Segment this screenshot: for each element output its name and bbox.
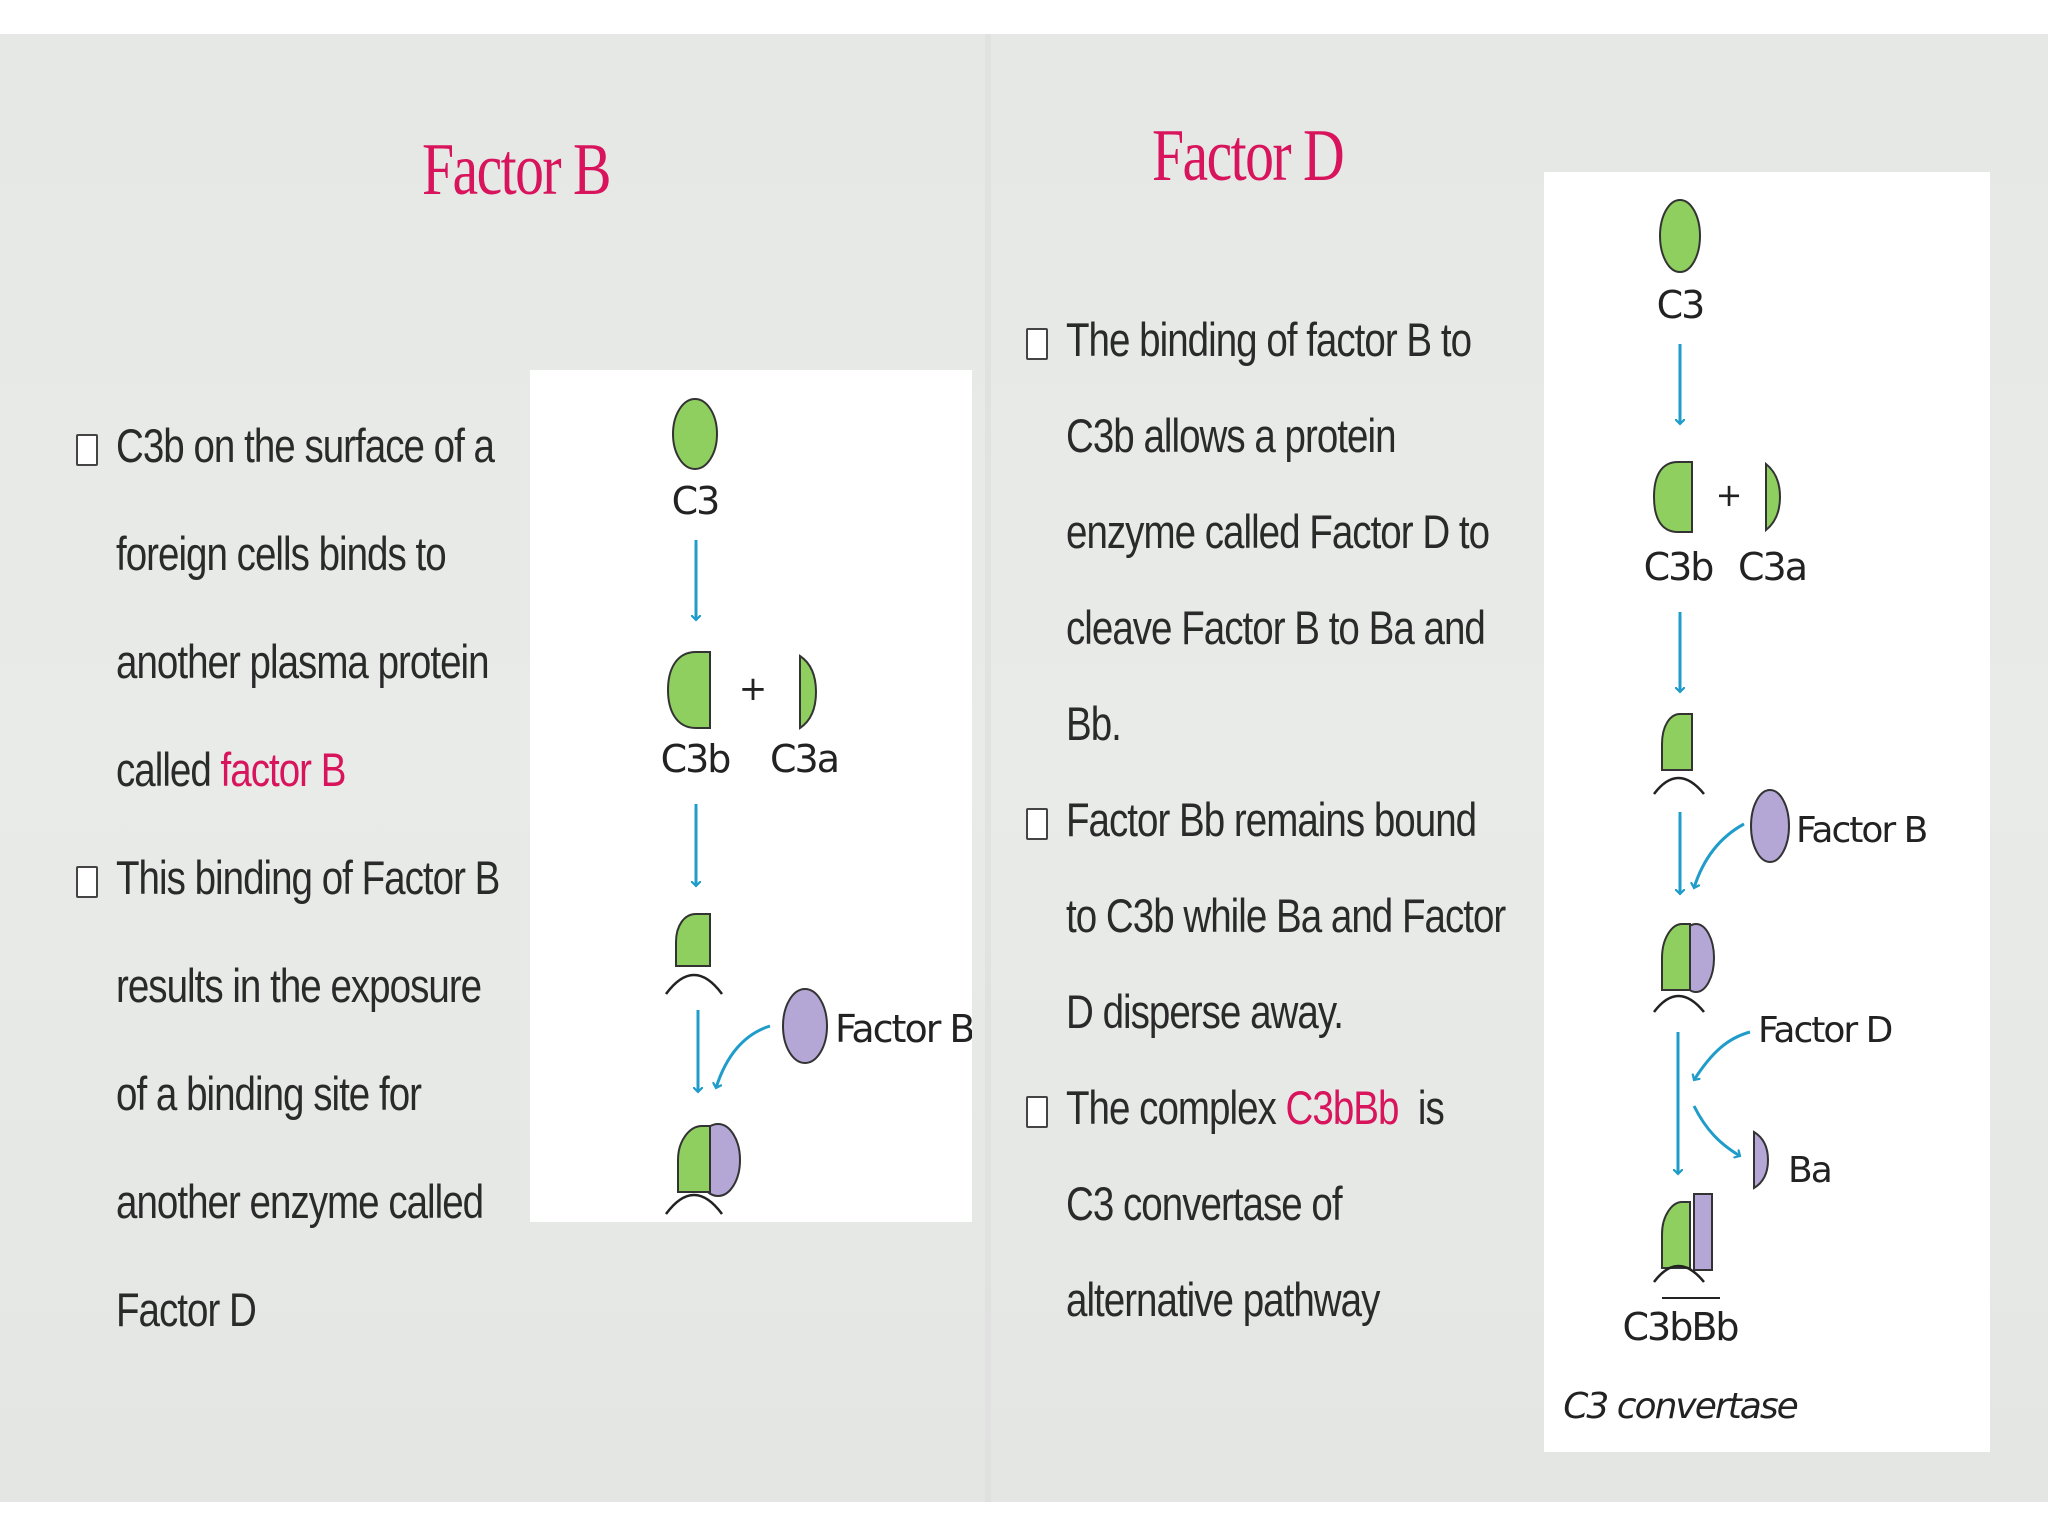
bullet-item: C3b on the surface of a foreign cells bi… <box>76 392 584 824</box>
c3a-molecule-icon <box>1765 461 1782 533</box>
checkbox-bullet-icon <box>1026 1096 1048 1128</box>
bullet-line: C3b allows a protein <box>1066 409 1397 462</box>
bullet-line: C3b on the surface of a <box>116 419 495 472</box>
plus-sign: + <box>1716 476 1741 514</box>
c3a-label: C3a <box>1738 545 1806 589</box>
factor-b-molecule-icon <box>782 988 828 1064</box>
c3-label: C3 <box>672 479 719 523</box>
bullet-line: another plasma protein <box>116 635 490 688</box>
bullet-line: D disperse away. <box>1066 985 1344 1038</box>
bullet-line: The binding of factor B to <box>1066 313 1472 366</box>
cell-surface-arc-icon <box>664 1193 724 1215</box>
bound-c3b-icon <box>675 913 711 967</box>
factor-d-diagram: C3 + C3b C3a Factor B Factor D Ba C3b <box>1544 172 1990 1452</box>
c3a-label: C3a <box>770 737 838 781</box>
checkbox-bullet-icon <box>1026 328 1048 360</box>
curved-arrow-icon <box>716 1024 771 1088</box>
c3-molecule-icon <box>672 398 718 470</box>
factor-b-label: Factor B <box>1796 810 1927 851</box>
c3b-molecule-icon <box>666 651 711 729</box>
cell-surface-arc-icon <box>664 973 724 995</box>
bullet-line: of a binding site for <box>116 1067 422 1120</box>
bullet-line: called factor B <box>116 716 499 824</box>
bullet-line: foreign cells binds to <box>116 527 447 580</box>
bb-fragment-icon <box>1693 1193 1713 1271</box>
curved-arrow-icon <box>1694 1030 1751 1080</box>
curved-arrow-icon <box>1692 1105 1740 1156</box>
panel-divider <box>985 34 991 1502</box>
checkbox-bullet-icon <box>76 434 98 466</box>
factor-b-highlight: factor B <box>220 743 347 796</box>
factor-d-bullet-list: The binding of factor B to C3b allows a … <box>1026 292 1602 1348</box>
bullet-item: The complex C3bBb is C3 convertase of al… <box>1026 1060 1602 1348</box>
c3b-complex-icon <box>677 1125 711 1193</box>
bullet-line: results in the exposure <box>116 959 482 1012</box>
bullet-line: alternative pathway <box>1066 1273 1380 1326</box>
checkbox-bullet-icon <box>1026 808 1048 840</box>
bullet-line: The complex C3bBb is <box>1066 1060 1505 1156</box>
bullet-line: Bb. <box>1066 697 1122 750</box>
c3bbb-complex-label: C3bBb <box>1622 1305 1738 1349</box>
cell-surface-arc-icon <box>1653 994 1705 1013</box>
c3-molecule-icon <box>1659 199 1701 273</box>
ba-label: Ba <box>1788 1150 1831 1191</box>
factor-b-label: Factor B <box>835 1007 972 1051</box>
bullet-line: This binding of Factor B <box>116 851 500 904</box>
c3b-label: C3b <box>1644 545 1714 589</box>
bullet-line: another enzyme called <box>116 1175 484 1228</box>
ba-fragment-icon <box>1753 1130 1770 1190</box>
c3b-complex-icon <box>1661 1201 1691 1269</box>
checkbox-bullet-icon <box>76 866 98 898</box>
bullet-line: to C3b while Ba and Factor <box>1066 889 1506 942</box>
factor-b-title: Factor B <box>422 129 611 211</box>
cell-surface-arc-icon <box>1653 1264 1705 1283</box>
bullet-line: cleave Factor B to Ba and <box>1066 601 1486 654</box>
factor-b-diagram: C3 + C3b C3a Factor B <box>530 370 972 1222</box>
c3b-molecule-icon <box>1652 461 1693 533</box>
bound-c3b-icon <box>1661 713 1693 771</box>
bullet-item: Factor Bb remains bound to C3b while Ba … <box>1026 772 1602 1060</box>
c3-label: C3 <box>1657 283 1704 327</box>
bullet-line: C3 convertase of <box>1066 1177 1343 1230</box>
c3b-label: C3b <box>661 737 731 781</box>
factor-d-title: Factor D <box>1152 115 1345 197</box>
factor-b-molecule-icon <box>1750 789 1790 863</box>
c3b-complex-icon <box>1661 923 1691 991</box>
factor-d-label: Factor D <box>1758 1010 1892 1051</box>
factor-b-bullet-list: C3b on the surface of a foreign cells bi… <box>76 392 584 1364</box>
bullet-item: This binding of Factor B results in the … <box>76 824 584 1364</box>
bullet-item: The binding of factor B to C3b allows a … <box>1026 292 1602 772</box>
bullet-text: called <box>116 743 221 796</box>
curved-arrow-icon <box>1694 822 1745 888</box>
bullet-line: Factor D <box>116 1283 257 1336</box>
bullet-text: is <box>1398 1081 1445 1134</box>
c3a-molecule-icon <box>799 654 818 730</box>
c3-convertase-label: C3 convertase <box>1563 1386 1797 1427</box>
cell-surface-arc-icon <box>1653 776 1705 795</box>
bullet-line: enzyme called Factor D to <box>1066 505 1490 558</box>
c3bbb-highlight: C3bBb <box>1285 1081 1400 1134</box>
plus-sign: + <box>739 669 766 709</box>
bullet-text: The complex <box>1066 1081 1286 1134</box>
bullet-line: Factor Bb remains bound <box>1066 793 1477 846</box>
